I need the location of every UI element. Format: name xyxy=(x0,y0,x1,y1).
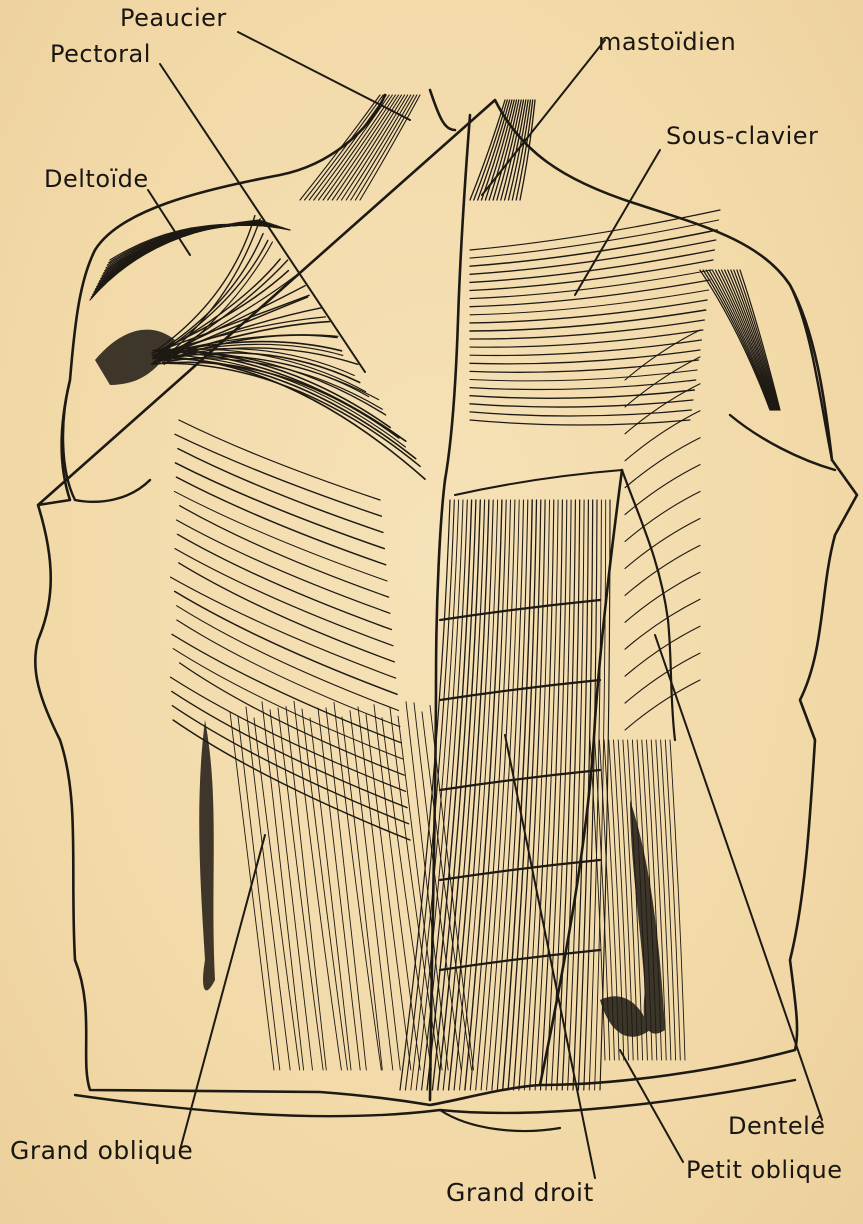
waist-line xyxy=(75,1080,795,1116)
label-grand-droit: Grand droit xyxy=(446,1178,594,1207)
label-sous-clavier: Sous-clavier xyxy=(666,122,818,150)
leader-grand-oblique xyxy=(180,835,265,1150)
muscle-hatching xyxy=(90,95,780,1090)
label-peaucier: Peaucier xyxy=(120,4,227,32)
label-grand-oblique: Grand oblique xyxy=(10,1136,193,1165)
sternum-line xyxy=(445,115,470,480)
leader-peaucier xyxy=(238,32,410,120)
leader-sous-clavier xyxy=(575,150,660,295)
label-petit-oblique: Petit oblique xyxy=(686,1156,842,1184)
label-pectoral: Pectoral xyxy=(50,40,151,68)
label-dentele: Dentelé xyxy=(728,1112,826,1140)
leader-mastoidien xyxy=(482,40,605,195)
label-mastoidien: mastoïdien xyxy=(598,28,736,56)
label-deltoide: Deltoïde xyxy=(44,165,149,193)
